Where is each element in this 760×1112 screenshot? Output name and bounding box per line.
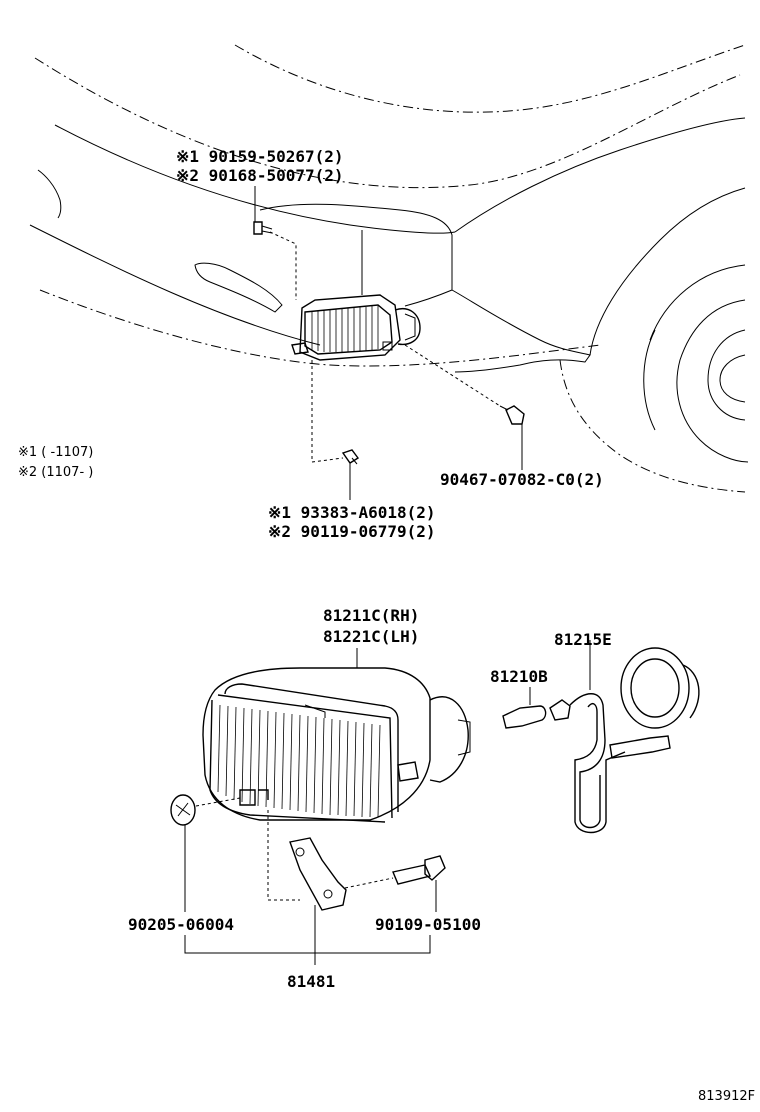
legend-note-1: ※1 ( -1107) xyxy=(18,445,93,460)
bracket-part-number: 81481 xyxy=(287,972,335,991)
fog-lamp-installed xyxy=(291,294,421,361)
legend-note-2: ※2 (1107- ) xyxy=(18,465,93,480)
clip-icon xyxy=(404,344,525,425)
bolt-part-number-2: ※2 90119-06779(2) xyxy=(268,522,436,541)
bolt-icon xyxy=(311,360,360,465)
grommet-part-number: 90205-06004 xyxy=(128,915,234,934)
bulb-icon xyxy=(502,687,547,729)
clip-part-number: 90467-07082-C0(2) xyxy=(440,470,604,489)
vehicle-body-outline xyxy=(29,44,749,493)
socket-part-number: 81215E xyxy=(554,630,612,649)
screw-part-number-1: ※1 90159-50267(2) xyxy=(176,147,344,166)
bracket-bolt-part-number: 90109-05100 xyxy=(375,915,481,934)
bracket-group-bracket xyxy=(184,935,431,954)
socket-wire-icon xyxy=(549,640,671,834)
figure-code: 813912F xyxy=(698,1089,755,1104)
lamp-part-number-lh: 81221C(LH) xyxy=(323,627,419,646)
fog-lamp-assembly xyxy=(202,667,471,823)
bracket-icon xyxy=(267,810,347,960)
gasket-ring-icon xyxy=(620,647,700,729)
lamp-part-number-rh: 81211C(RH) xyxy=(323,606,419,625)
bolt-part-number-1: ※1 93383-A6018(2) xyxy=(268,503,436,522)
screw-icon xyxy=(253,221,297,300)
screw-part-number-2: ※2 90168-50077(2) xyxy=(176,166,344,185)
bulb-part-number: 81210B xyxy=(490,667,548,686)
grommet-icon xyxy=(170,794,241,912)
bracket-bolt-icon xyxy=(344,855,446,912)
